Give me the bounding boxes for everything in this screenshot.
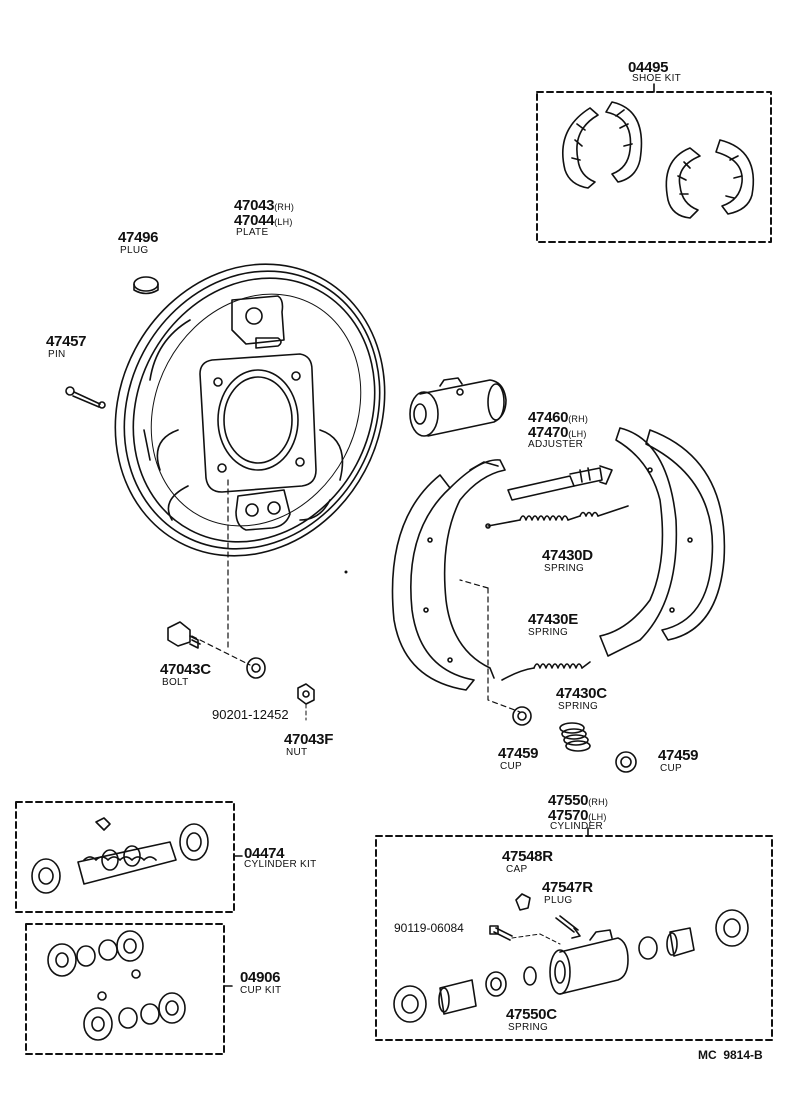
pin-name: PIN xyxy=(48,349,66,360)
cylinder-kit-number: 04474 xyxy=(244,845,285,862)
spring-e-name: SPRING xyxy=(528,627,569,638)
plug-bleeder-number: 47547R xyxy=(542,879,593,896)
shoe-kit-shoes xyxy=(561,101,754,219)
bolt-number: 47043C xyxy=(160,661,211,678)
cylinder-suffix-lh: (LH) xyxy=(588,812,607,822)
adjuster-number-lh: 47470(LH) xyxy=(528,425,587,440)
cup-kit-number: 04906 xyxy=(240,969,281,986)
cup-kit-name: CUP KIT xyxy=(240,985,282,996)
cup-left-number: 47459 xyxy=(498,745,539,762)
spring-c-shape xyxy=(559,722,591,752)
spring-c-number: 47430C xyxy=(556,685,607,702)
cylinder-kit-name: CYLINDER KIT xyxy=(244,859,317,870)
cup-right-name: CUP xyxy=(660,763,683,774)
cylinder-number-rh-text: 47550 xyxy=(548,792,589,809)
cup-right-shape xyxy=(615,751,637,773)
adjuster-shape xyxy=(507,465,613,501)
spring-d-shape xyxy=(485,505,629,529)
cylinder-number-lh-text: 47570 xyxy=(548,807,589,824)
cylinder-name: CYLINDER xyxy=(550,821,603,832)
spring-e-shape xyxy=(501,661,591,681)
bleeder-screw-number: 90119-06084 xyxy=(394,921,464,935)
plate-number-rh-text: 47043 xyxy=(234,197,275,214)
washer-shape xyxy=(246,657,266,679)
nut-number: 47043F xyxy=(284,731,334,748)
cup-kit-box xyxy=(25,923,233,1055)
spring-cyl-name: SPRING xyxy=(508,1022,549,1033)
speck xyxy=(344,570,348,574)
spring-e-number: 47430E xyxy=(528,611,578,628)
cylinder-box xyxy=(375,827,773,1041)
cylinder-number-lh: 47570(LH) xyxy=(548,808,607,823)
plug-top-name: PLUG xyxy=(120,245,149,256)
nut-name: NUT xyxy=(286,747,308,758)
adjuster-number-lh-text: 47470 xyxy=(528,424,569,441)
wheel-cylinder-assembled xyxy=(409,377,507,437)
adjuster-suffix-rh: (RH) xyxy=(568,414,589,424)
figure-reference: MC 9814-B xyxy=(698,1048,763,1062)
right-brake-shoe xyxy=(599,427,726,657)
cylinder-suffix-rh: (RH) xyxy=(588,797,609,807)
spring-d-name: SPRING xyxy=(544,563,585,574)
plate-number-rh: 47043(RH) xyxy=(234,198,294,213)
bolt-shape xyxy=(167,621,201,649)
adjuster-number-rh: 47460(RH) xyxy=(528,410,588,425)
adjuster-name: ADJUSTER xyxy=(528,439,584,450)
cap-number: 47548R xyxy=(502,848,553,865)
adjuster-number-rh-text: 47460 xyxy=(528,409,569,426)
pin-number: 47457 xyxy=(46,333,87,350)
spring-cyl-number: 47550C xyxy=(506,1006,557,1023)
shoe-kit-number: 04495 xyxy=(628,59,669,76)
cup-left-name: CUP xyxy=(500,761,523,772)
plate-number-lh: 47044(LH) xyxy=(234,213,293,228)
nut-shape xyxy=(297,683,315,721)
plug-bleeder-name: PLUG xyxy=(544,895,573,906)
plug-shape xyxy=(133,276,159,295)
shoe-kit-box xyxy=(536,83,772,243)
plate-suffix-lh: (LH) xyxy=(274,217,293,227)
plate-number-lh-text: 47044 xyxy=(234,212,275,229)
backing-plate xyxy=(114,263,386,557)
plate-name: PLATE xyxy=(236,227,269,238)
bolt-name: BOLT xyxy=(162,677,189,688)
cup-right-number: 47459 xyxy=(658,747,699,764)
pin-shape xyxy=(65,386,106,409)
cylinder-number-rh: 47550(RH) xyxy=(548,793,608,808)
spring-d-number: 47430D xyxy=(542,547,593,564)
washer-number: 90201-12452 xyxy=(212,707,289,722)
plate-suffix-rh: (RH) xyxy=(274,202,295,212)
adjuster-suffix-lh: (LH) xyxy=(568,429,587,439)
left-brake-shoe xyxy=(391,459,506,691)
cap-name: CAP xyxy=(506,864,528,875)
spring-c-name: SPRING xyxy=(558,701,599,712)
shoe-kit-name: SHOE KIT xyxy=(632,73,682,84)
plug-top-number: 47496 xyxy=(118,229,159,246)
cup-left-shape xyxy=(512,706,532,726)
cylinder-kit-box xyxy=(15,801,243,913)
